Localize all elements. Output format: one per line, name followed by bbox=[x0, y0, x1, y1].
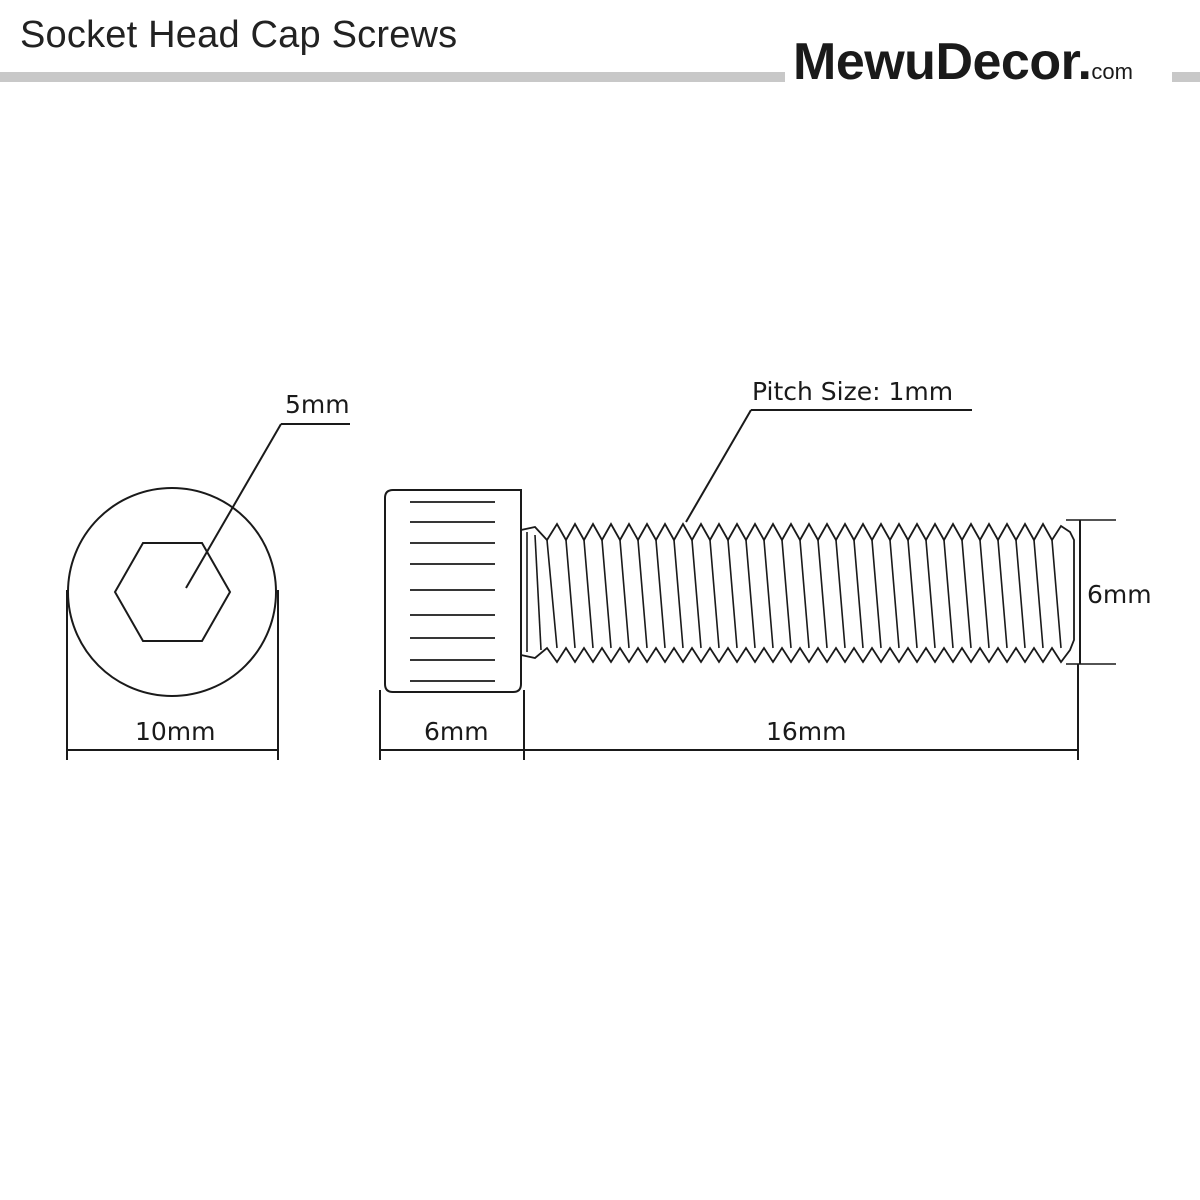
socket-leader-line bbox=[185, 423, 282, 589]
head-end-view bbox=[67, 487, 277, 697]
hex-socket bbox=[113, 542, 232, 642]
pitch-label: Pitch Size: 1mm bbox=[752, 377, 953, 406]
head-length-label: 6mm bbox=[424, 717, 489, 746]
title-underline-end bbox=[1172, 72, 1200, 82]
brand-name: MewuDecor. bbox=[793, 33, 1092, 91]
screw-head bbox=[384, 489, 522, 693]
thread-diameter-label: 6mm bbox=[1087, 580, 1152, 609]
thread-outline bbox=[520, 522, 1075, 664]
pitch-leader-line bbox=[685, 409, 752, 523]
knurl-lines bbox=[410, 501, 495, 682]
thread-length-label: 16mm bbox=[766, 717, 847, 746]
hex-socket-label: 5mm bbox=[285, 390, 350, 419]
brand-logo: MewuDecor.com bbox=[793, 36, 1133, 88]
thread-root-lines bbox=[526, 532, 1062, 652]
head-diameter-label: 10mm bbox=[135, 717, 216, 746]
brand-tld: com bbox=[1091, 59, 1133, 84]
page-title: Socket Head Cap Screws bbox=[20, 14, 458, 56]
title-underline bbox=[0, 72, 785, 82]
